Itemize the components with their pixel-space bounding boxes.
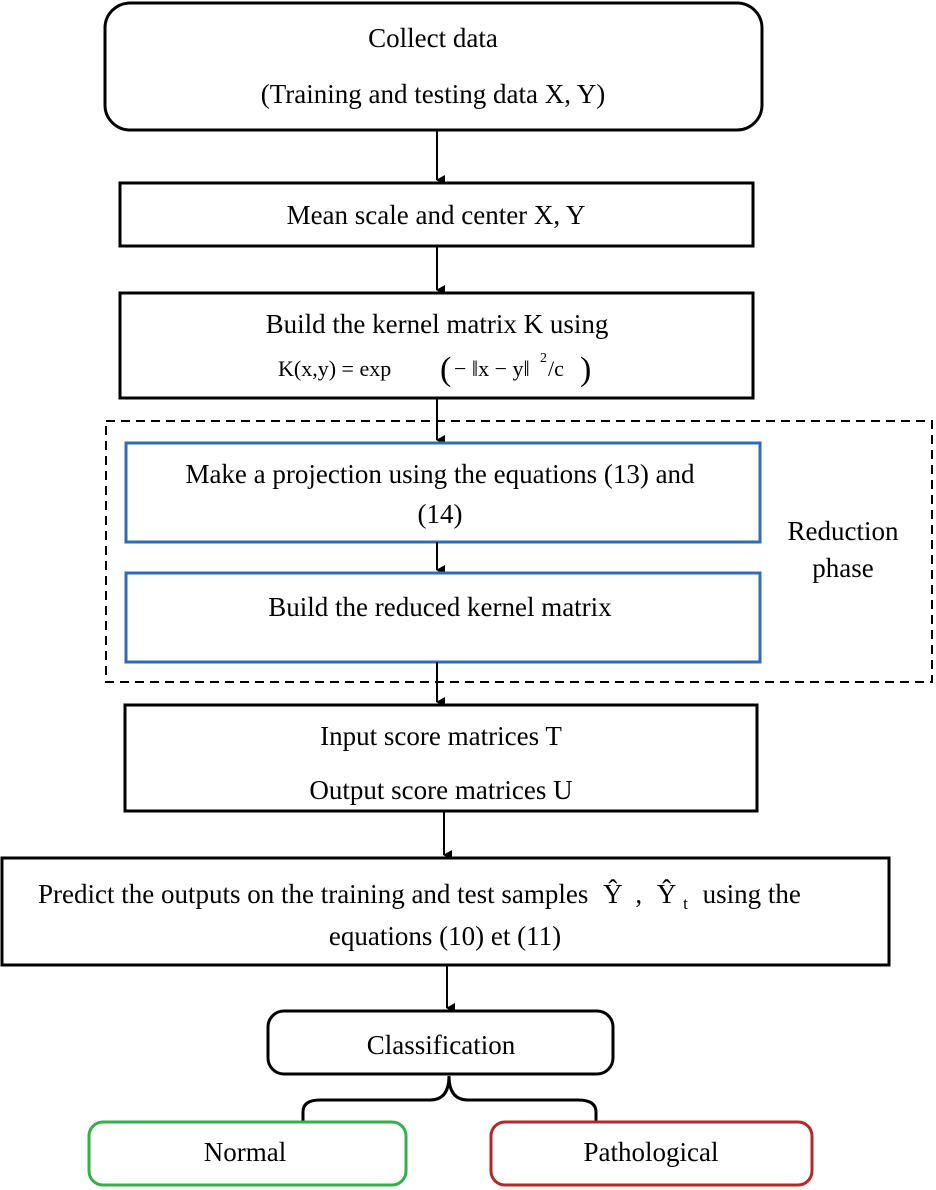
kernel-formula-body: − ‖x − y‖: [454, 356, 530, 381]
predict-prefix: Predict the outputs on the training and …: [38, 879, 588, 909]
normal-label: Normal: [204, 1137, 286, 1167]
predict-label-line1: Predict the outputs on the training and …: [38, 879, 801, 915]
kernel-formula-tail: /c: [548, 356, 564, 381]
reduced-kernel-node: Build the reduced kernel matrix: [124, 571, 762, 664]
reduction-phase-group: Reduction phase: [105, 420, 933, 683]
kernel-formula-close-paren: ): [580, 351, 591, 388]
pathological-label: Pathological: [584, 1137, 719, 1167]
reduced-kernel-label: Build the reduced kernel matrix: [268, 592, 612, 622]
input-score-label: Input score matrices T: [320, 721, 562, 751]
classification-brace: [301, 1075, 598, 1122]
kernel-formula: K(x,y) = exp ( − ‖x − y‖ 2 /c ): [278, 351, 591, 388]
collect-data-node: Collect data (Training and testing data …: [103, 1, 764, 132]
classification-label: Classification: [367, 1030, 516, 1060]
projection-label-line1: Make a projection using the equations (1…: [185, 459, 695, 489]
mean-scale-label: Mean scale and center X, Y: [287, 200, 586, 230]
kernel-matrix-label: Build the kernel matrix K using: [266, 309, 609, 339]
collect-data-title: Collect data: [368, 23, 498, 53]
classification-node: Classification: [266, 1009, 615, 1076]
reduction-phase-label-line1: Reduction: [788, 516, 899, 546]
normal-node: Normal: [87, 1120, 408, 1187]
predict-comma: ,: [635, 879, 642, 909]
reduction-phase-label-line2: phase: [812, 553, 873, 583]
predict-label-line2: equations (10) et (11): [329, 921, 561, 951]
pathological-node: Pathological: [489, 1120, 814, 1187]
kernel-matrix-node: Build the kernel matrix K using K(x,y) =…: [118, 291, 755, 400]
predict-suffix: using the: [703, 879, 801, 909]
predict-node: Predict the outputs on the training and …: [0, 856, 891, 967]
score-matrices-node: Input score matrices T Output score matr…: [123, 703, 759, 813]
predict-y-hat-t: Ŷ: [657, 879, 677, 909]
projection-node: Make a projection using the equations (1…: [124, 441, 762, 544]
kernel-formula-lhs: K(x,y) = exp: [278, 356, 391, 381]
projection-label-line2: (14): [418, 499, 463, 529]
predict-y-hat-t-subscript: t: [683, 894, 688, 913]
collect-data-subtitle: (Training and testing data X, Y): [261, 79, 605, 109]
mean-scale-node: Mean scale and center X, Y: [118, 181, 755, 248]
kernel-formula-open-paren: (: [440, 351, 451, 388]
predict-y-hat: Ŷ: [603, 879, 623, 909]
output-score-label: Output score matrices U: [309, 775, 572, 805]
kernel-formula-exponent: 2: [540, 351, 547, 366]
